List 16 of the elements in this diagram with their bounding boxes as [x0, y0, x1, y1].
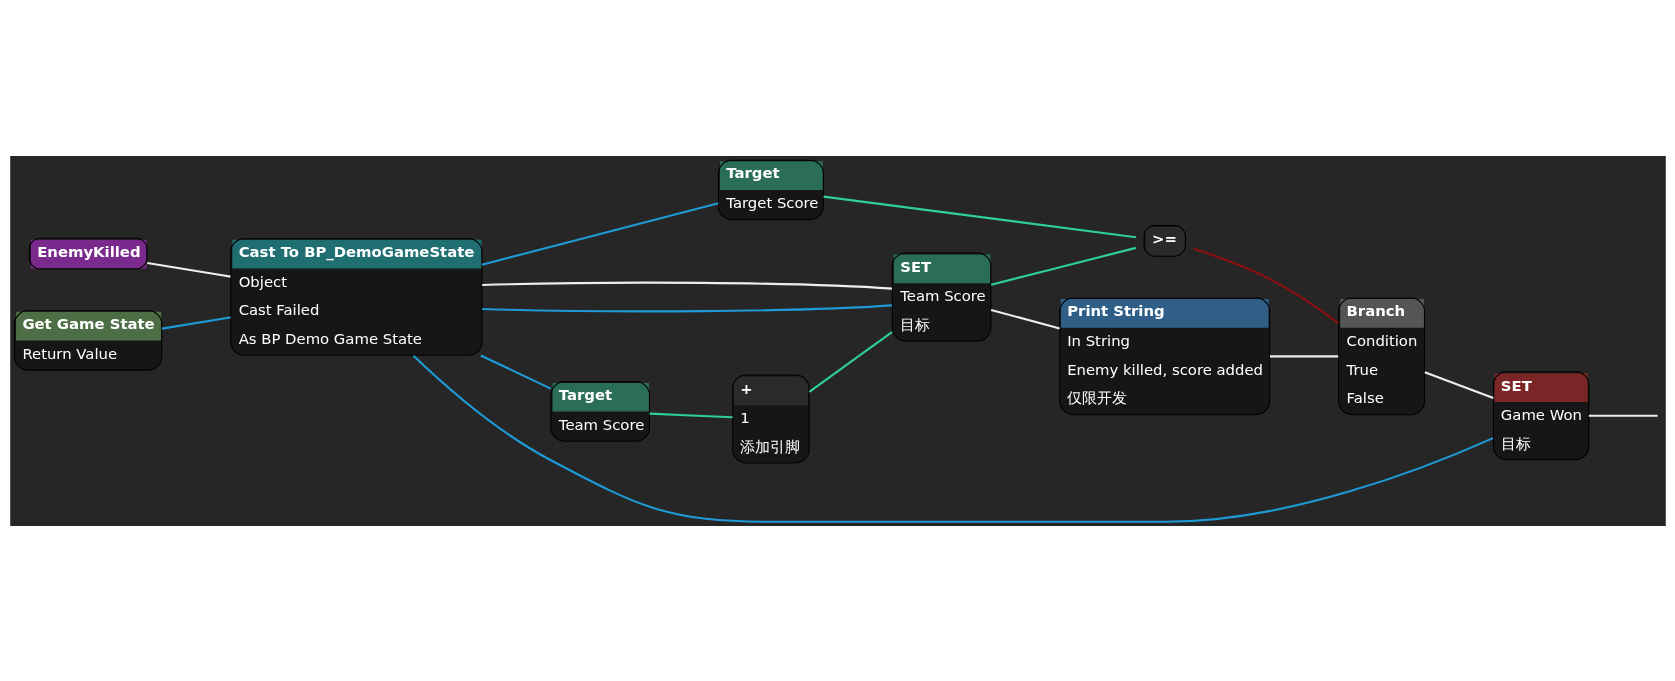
connector — [1192, 247, 1339, 324]
connector — [808, 330, 893, 393]
connector — [990, 246, 1136, 286]
connector — [822, 195, 1136, 238]
connector — [481, 281, 892, 290]
connector — [161, 315, 231, 330]
connector — [1423, 370, 1494, 399]
connector — [481, 201, 719, 266]
connector — [1269, 354, 1338, 357]
connector — [649, 412, 733, 418]
connector — [412, 354, 1494, 523]
connector — [481, 303, 892, 312]
connector — [479, 353, 551, 390]
connector — [1588, 414, 1658, 417]
connector — [990, 308, 1060, 329]
connector — [146, 261, 231, 278]
